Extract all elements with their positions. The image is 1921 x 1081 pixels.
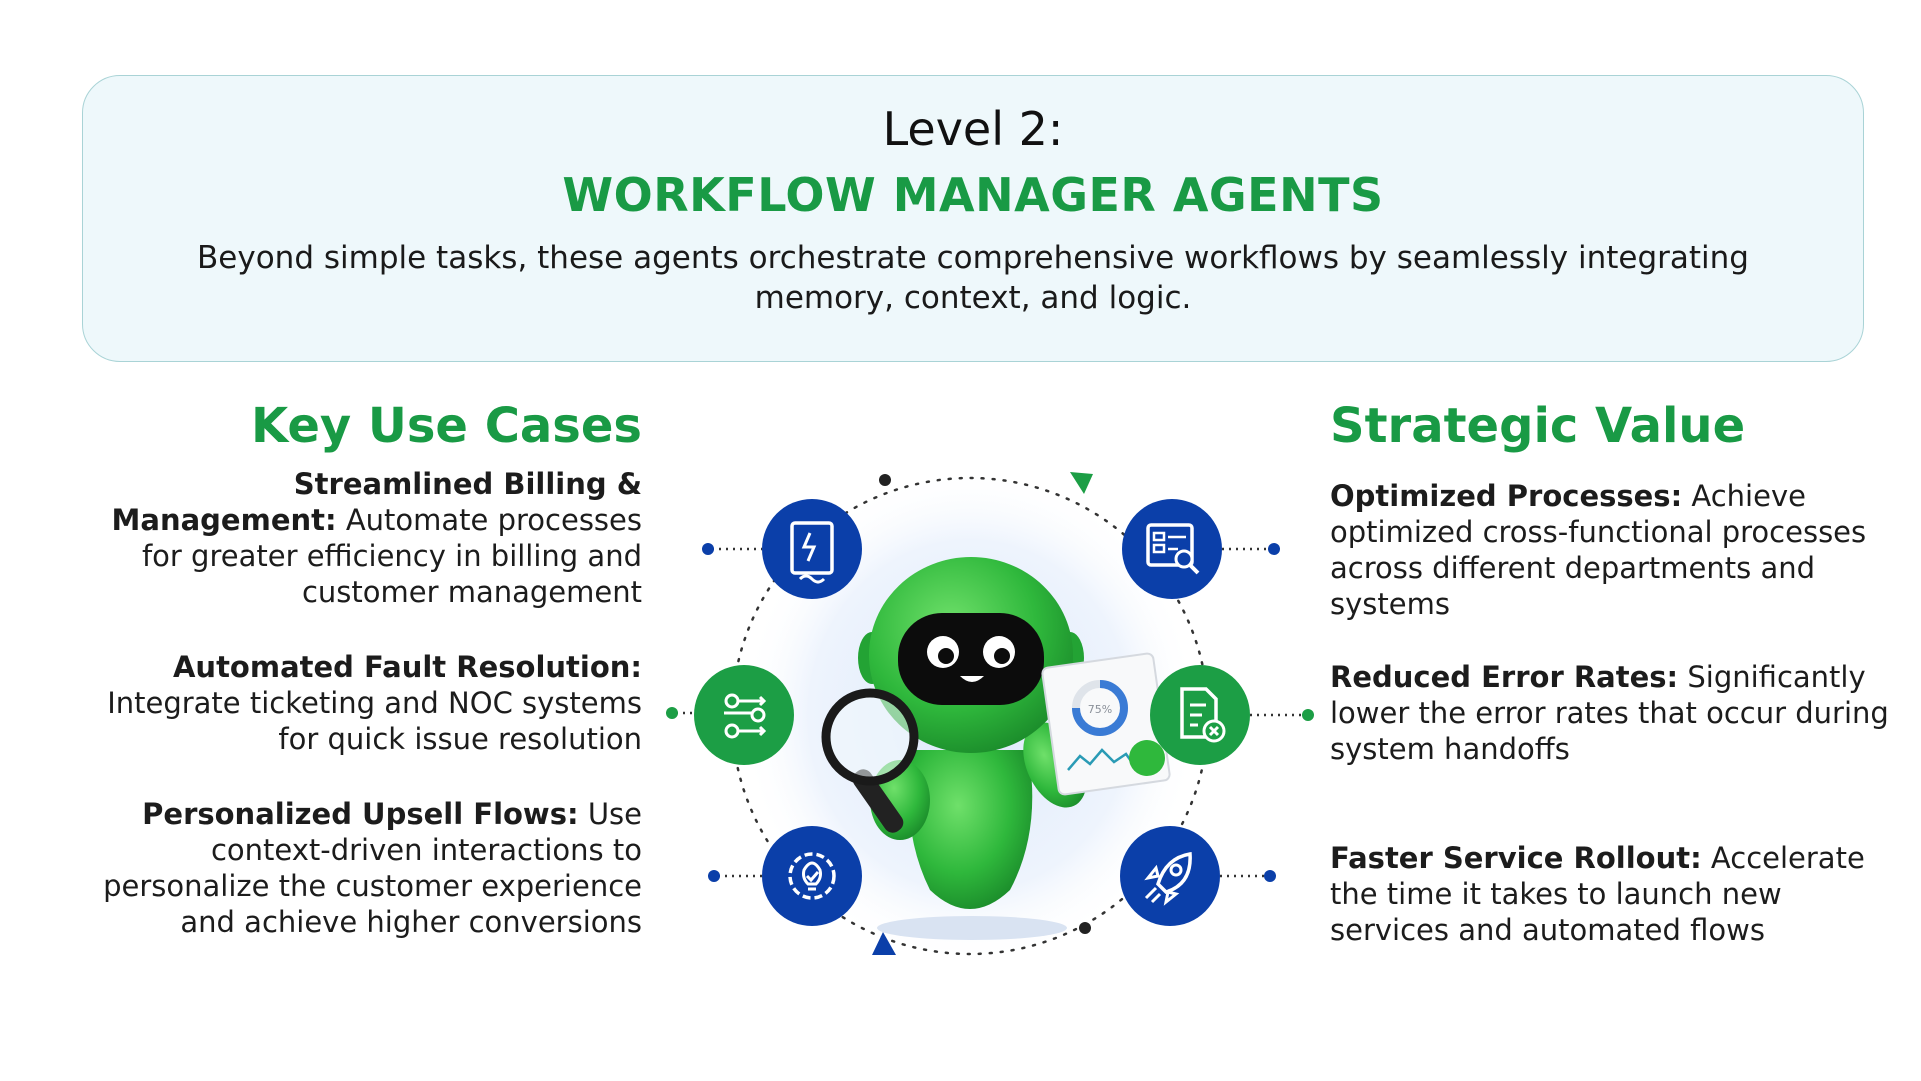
report-percent: 75% xyxy=(1088,703,1112,716)
use-case-text: Integrate ticketing and NOC systems for … xyxy=(107,686,642,756)
billing-document-icon xyxy=(762,499,862,599)
value-item: Optimized Processes: Achieve optimized c… xyxy=(1330,478,1890,622)
error-document-icon xyxy=(1150,665,1250,765)
key-use-cases-column: Key Use Cases Streamlined Billing & Mana… xyxy=(70,396,642,939)
magnifying-glass xyxy=(821,688,919,833)
header-box: Level 2: WORKFLOW MANAGER AGENTS Beyond … xyxy=(82,75,1864,362)
use-case-text: Automate processes for greater efficienc… xyxy=(141,503,642,609)
use-case-text: Use context-driven interactions to perso… xyxy=(103,797,642,939)
use-case-item: Automated Fault Resolution: Integrate ti… xyxy=(70,649,642,757)
connector-lines xyxy=(666,543,1314,882)
dashboard-search-icon xyxy=(1122,499,1222,599)
key-use-cases-heading: Key Use Cases xyxy=(250,398,642,454)
use-case-item: Personalized Upsell Flows: Use context-d… xyxy=(70,796,642,940)
page-title: WORKFLOW MANAGER AGENTS xyxy=(562,168,1384,222)
page-subtitle: Beyond simple tasks, these agents orches… xyxy=(197,240,1749,316)
workflow-icon xyxy=(694,665,794,765)
robot-mascot: 75% xyxy=(821,557,1171,940)
value-title: Optimized Processes: xyxy=(1330,479,1683,513)
use-case-title: Personalized Upsell Flows: xyxy=(142,797,579,831)
strategic-value-column: Strategic Value Optimized Processes: Ach… xyxy=(1330,396,1890,947)
rocket-icon xyxy=(1120,826,1220,926)
value-text: Significantly lower the error rates that… xyxy=(1330,660,1889,766)
strategic-value-heading: Strategic Value xyxy=(1330,398,1746,454)
use-case-title: Streamlined Billing & Management: xyxy=(111,467,642,537)
value-title: Faster Service Rollout: xyxy=(1330,841,1702,875)
value-text: Achieve optimized cross-functional proce… xyxy=(1330,479,1867,621)
value-title: Reduced Error Rates: xyxy=(1330,660,1679,694)
value-item: Reduced Error Rates: Significantly lower… xyxy=(1330,659,1890,767)
robot-diagram: 75% xyxy=(666,466,1314,966)
value-text: Accelerate the time it takes to launch n… xyxy=(1330,841,1865,947)
idea-gear-icon xyxy=(762,826,862,926)
use-case-item: Streamlined Billing & Management: Automa… xyxy=(70,466,642,610)
level-label: Level 2: xyxy=(882,102,1064,156)
value-item: Faster Service Rollout: Accelerate the t… xyxy=(1330,840,1890,948)
use-case-title: Automated Fault Resolution: xyxy=(172,650,642,684)
